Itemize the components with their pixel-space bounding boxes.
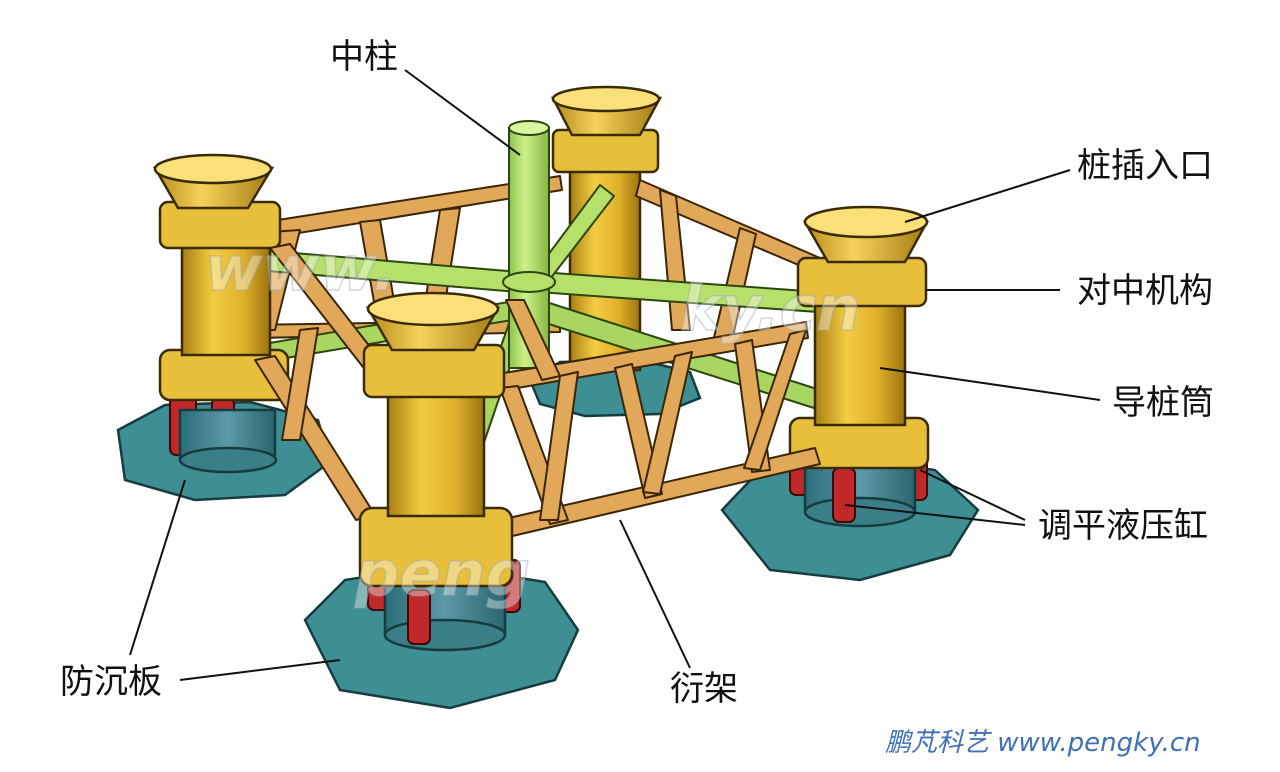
label-pile-entry: 桩插入口 bbox=[1077, 146, 1213, 186]
label-mud-mat: 防沉板 bbox=[60, 662, 162, 702]
label-center-column: 中柱 bbox=[330, 37, 398, 77]
leader-lines bbox=[129, 69, 1101, 681]
pile-sleeve-right bbox=[788, 205, 930, 528]
watermarks: www. ky.cn peng bbox=[204, 231, 861, 611]
watermark-peng: peng bbox=[354, 537, 530, 610]
watermark-www: www. bbox=[205, 232, 396, 305]
leader-mud-mat-a bbox=[129, 479, 186, 656]
leader-center-column bbox=[404, 69, 521, 156]
pile-sleeve-front bbox=[358, 291, 521, 652]
labels: 中柱 桩插入口 对中机构 导桩筒 调平液压缸 防沉板 衍架 鹏芃科艺 www.p… bbox=[60, 37, 1214, 758]
leader-pile-sleeve bbox=[879, 367, 1101, 401]
truss-front bbox=[254, 243, 821, 539]
credit-text: 鹏芃科艺 www.pengky.cn bbox=[885, 728, 1201, 758]
label-centering-mechanism: 对中机构 bbox=[1077, 271, 1213, 311]
leader-mud-mat-b bbox=[179, 659, 341, 681]
watermark-domain: ky.cn bbox=[680, 272, 860, 345]
pile-sleeve-left bbox=[152, 153, 290, 474]
leader-cylinder-a bbox=[919, 469, 1026, 521]
label-truss: 衍架 bbox=[670, 669, 738, 709]
label-leveling-cylinder: 调平液压缸 bbox=[1038, 506, 1208, 546]
label-pile-sleeve: 导桩筒 bbox=[1112, 383, 1214, 423]
leader-cylinder-b bbox=[844, 504, 1026, 526]
leader-truss bbox=[619, 519, 691, 669]
leader-pile-entry bbox=[904, 169, 1071, 223]
